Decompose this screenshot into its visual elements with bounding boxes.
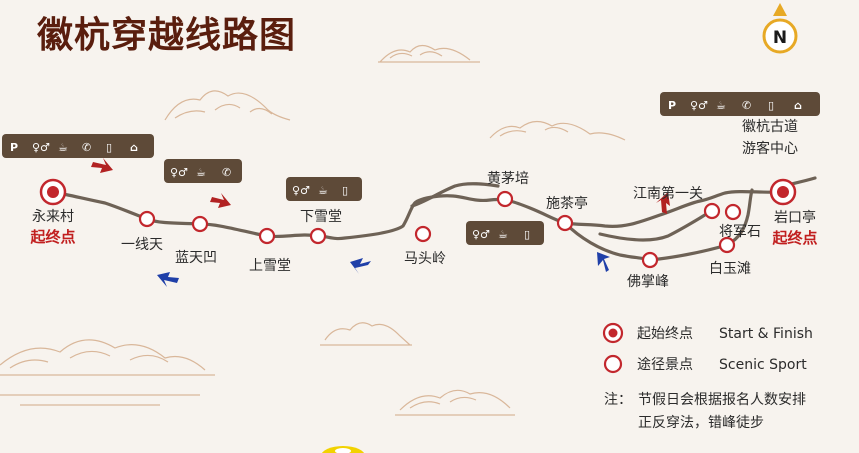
start-marker bbox=[39, 178, 67, 206]
arrow-red-icon bbox=[91, 158, 113, 173]
facility-group: ♀♂ ☕ ✆ bbox=[164, 159, 242, 183]
legend: 起始终点 Start & Finish 途径景点 Scenic Sport bbox=[602, 322, 813, 374]
restroom-icon: ♀♂ bbox=[32, 141, 50, 154]
compass-arrow-icon bbox=[773, 3, 787, 16]
tea-icon: ☕ bbox=[716, 99, 726, 112]
stop-label: 蓝天凹 bbox=[175, 250, 217, 266]
stop-marker bbox=[724, 203, 742, 221]
note-line2: 正反穿法，错峰徒步 bbox=[638, 415, 764, 431]
legend-scenic-cn: 途径景点 bbox=[637, 356, 693, 373]
tea-icon: ☕ bbox=[196, 166, 206, 179]
parking-icon: P bbox=[10, 141, 18, 154]
start-name: 永来村 bbox=[32, 209, 74, 225]
stop-marker bbox=[718, 236, 736, 254]
tea-icon: ☕ bbox=[498, 228, 508, 241]
phone-icon: ✆ bbox=[742, 99, 751, 112]
stop-marker bbox=[191, 215, 209, 233]
document-icon: ▯ bbox=[342, 184, 348, 197]
stop-label: 白玉滩 bbox=[709, 261, 751, 277]
restroom-icon: ♀♂ bbox=[292, 184, 310, 197]
stop-marker bbox=[309, 227, 327, 245]
stop-label: 下雪堂 bbox=[300, 209, 342, 225]
arrow-red-icon bbox=[210, 193, 231, 208]
visitor-center-line1: 徽杭古道 bbox=[742, 119, 798, 135]
phone-icon: ✆ bbox=[82, 141, 91, 154]
stop-marker bbox=[703, 202, 721, 220]
arrow-blue-icon bbox=[157, 272, 179, 287]
legend-start-finish-cn: 起始终点 bbox=[637, 326, 693, 342]
restroom-icon: ♀♂ bbox=[472, 228, 490, 241]
compass: N bbox=[762, 3, 798, 54]
document-icon: ▯ bbox=[106, 141, 112, 154]
stop-label: 上雪堂 bbox=[249, 258, 291, 274]
facility-group: P ♀♂ ☕ ✆ ▯ ⌂ bbox=[2, 134, 154, 158]
shelter-icon: ⌂ bbox=[794, 99, 802, 112]
facility-group: ♀♂ ☕ ▯ bbox=[286, 177, 362, 201]
direction-arrows bbox=[91, 158, 670, 287]
visitor-center-line2: 游客中心 bbox=[742, 140, 798, 157]
tea-icon: ☕ bbox=[58, 141, 68, 154]
stop-label: 施茶亭 bbox=[546, 195, 588, 212]
arrow-blue-icon bbox=[350, 258, 371, 274]
compass-label: N bbox=[773, 28, 787, 48]
stop-marker bbox=[641, 251, 659, 269]
stop-label: 将军石 bbox=[719, 224, 761, 240]
note-label: 注： bbox=[604, 392, 632, 408]
stop-label: 佛掌峰 bbox=[627, 274, 669, 290]
tea-icon: ☕ bbox=[318, 184, 328, 197]
phone-icon: ✆ bbox=[222, 166, 231, 179]
stop-marker bbox=[556, 214, 574, 232]
shelter-icon: ⌂ bbox=[130, 141, 138, 154]
note: 注： 节假日会根据报名人数安排 正反穿法，错峰徒步 bbox=[604, 392, 806, 431]
mountain-decoration bbox=[0, 44, 626, 416]
stop-label: 一线天 bbox=[121, 237, 163, 253]
legend-start-finish-en: Start & Finish bbox=[719, 326, 813, 342]
stop-marker bbox=[414, 225, 432, 243]
bottom-decoration-icon bbox=[322, 446, 364, 453]
restroom-icon: ♀♂ bbox=[170, 166, 188, 179]
stop-label: 江南第一关 bbox=[633, 185, 703, 202]
facility-group: P ♀♂ ☕ ✆ ▯ ⌂ bbox=[660, 92, 820, 116]
stop-label: 黄茅培 bbox=[487, 170, 529, 187]
stop-label: 马头岭 bbox=[404, 251, 446, 267]
legend-scenic-en: Scenic Sport bbox=[719, 357, 807, 373]
map-title: 徽杭穿越线路图 bbox=[37, 15, 297, 56]
arrow-blue-icon bbox=[597, 252, 610, 272]
scenic-stops bbox=[138, 190, 742, 269]
facility-group: ♀♂ ☕ ▯ bbox=[466, 221, 544, 245]
end-marker bbox=[769, 178, 797, 206]
stop-marker bbox=[496, 190, 514, 208]
arrow-red-icon bbox=[656, 192, 670, 214]
stop-marker bbox=[258, 227, 276, 245]
compass-ring-icon bbox=[762, 18, 798, 54]
document-icon: ▯ bbox=[524, 228, 530, 241]
parking-icon: P bbox=[668, 99, 676, 112]
restroom-icon: ♀♂ bbox=[690, 99, 708, 112]
scenic-legend-icon bbox=[603, 354, 623, 374]
stop-marker bbox=[138, 210, 156, 228]
document-icon: ▯ bbox=[768, 99, 774, 112]
end-name: 岩口亭 bbox=[774, 209, 816, 226]
note-line1: 节假日会根据报名人数安排 bbox=[638, 392, 806, 408]
end-tag: 起终点 bbox=[771, 229, 817, 247]
start-tag: 起终点 bbox=[29, 228, 75, 246]
